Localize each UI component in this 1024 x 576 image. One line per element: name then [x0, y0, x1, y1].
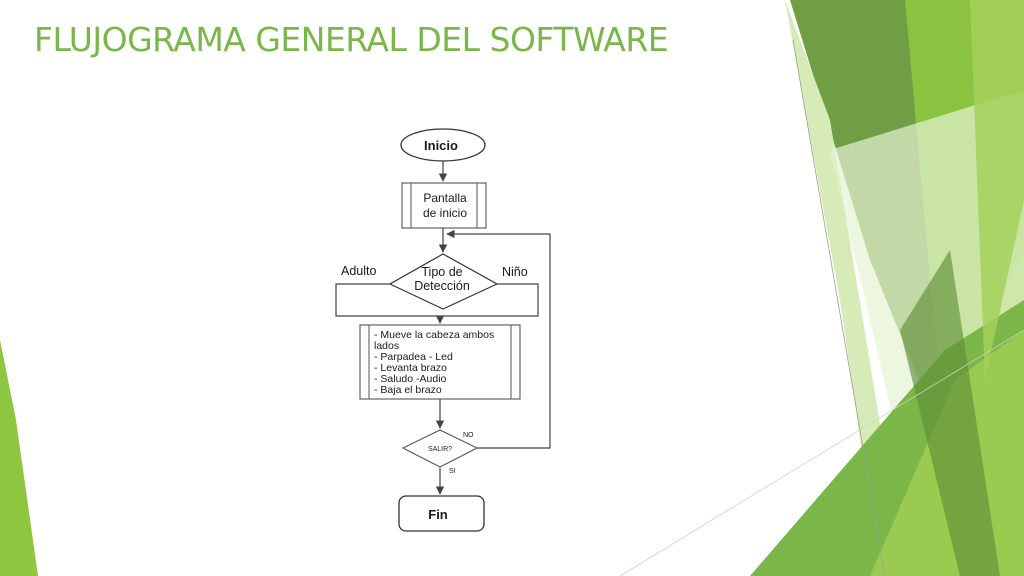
screen-label-line-2: de inicio	[423, 206, 467, 220]
right-shape-highlight	[970, 0, 1024, 380]
end-label: Fin	[428, 507, 448, 522]
actions-process-box	[359, 324, 521, 400]
decision-label-line-1: Tipo de	[421, 265, 462, 279]
decor-thin-line-2	[619, 329, 1024, 576]
connector-loop-back	[446, 229, 551, 449]
slide-title: FLUJOGRAMA GENERAL DEL SOFTWARE	[34, 20, 669, 59]
right-shape-darker-wedge	[900, 250, 1000, 576]
start-terminal	[400, 128, 486, 162]
exit-decision	[401, 429, 479, 468]
action-line-5: - Saludo -Audio	[374, 373, 447, 385]
end-terminal	[398, 495, 485, 532]
action-line-2: lados	[374, 340, 399, 352]
decision-label-line-2: Detección	[414, 279, 470, 293]
exit-decision-label: SALIR?	[428, 446, 452, 453]
screen-label-line-1: Pantalla	[423, 191, 467, 205]
branch-label-adult: Adulto	[341, 264, 376, 278]
left-edge-shape	[0, 340, 38, 576]
decor-thin-line	[792, 39, 886, 576]
screen-process-box	[401, 182, 487, 229]
exit-yes-label: SI	[449, 468, 456, 475]
detection-decision	[388, 253, 499, 310]
action-line-6: - Baja el brazo	[374, 384, 442, 396]
action-line-4: - Levanta brazo	[374, 362, 447, 374]
branch-label-child: Niño	[502, 265, 528, 279]
action-line-3: - Parpadea - Led	[374, 351, 453, 363]
exit-no-label: NO	[463, 432, 474, 439]
action-line-1: - Mueve la cabeza ambos	[374, 329, 494, 341]
start-label: Inicio	[424, 138, 458, 153]
